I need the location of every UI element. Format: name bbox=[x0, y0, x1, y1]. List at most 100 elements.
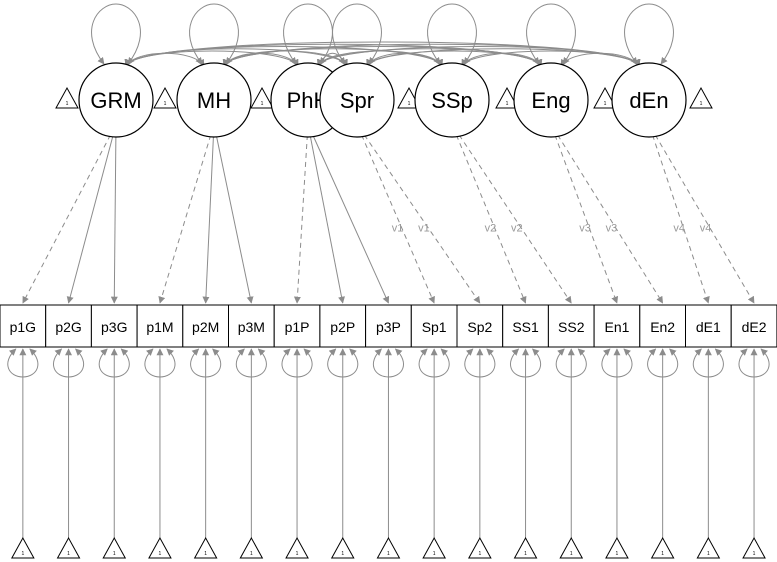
loading-grm-p1g bbox=[22, 134, 111, 304]
intercept-triangle-p3p: 1 bbox=[376, 536, 401, 559]
loading-spr-sp1 bbox=[361, 134, 435, 304]
indicator-label: p3G bbox=[101, 319, 127, 335]
intercept-marker: 1 bbox=[616, 551, 619, 557]
intercept-triangle-ss2: 1 bbox=[559, 536, 584, 559]
triangle-shape bbox=[689, 86, 713, 109]
loading-label: v4 bbox=[673, 222, 685, 234]
observed-de1: dE1 bbox=[685, 304, 732, 348]
loading-phh-p3p bbox=[312, 134, 390, 304]
intercept-marker: 1 bbox=[604, 101, 607, 107]
triangle-shape bbox=[55, 86, 79, 109]
intercept-marker: 1 bbox=[570, 551, 573, 557]
observed-sp2: Sp2 bbox=[456, 304, 504, 348]
factor-circle bbox=[513, 62, 589, 138]
intercept-marker: 1 bbox=[408, 101, 411, 107]
indicator-box bbox=[410, 304, 458, 348]
loading-grm-p2g bbox=[66, 134, 114, 304]
loading-label: v1 bbox=[392, 222, 404, 234]
intercept-triangle-de2: 1 bbox=[742, 536, 766, 559]
intercept-marker: 1 bbox=[164, 101, 167, 107]
indicator-label: p3M bbox=[238, 319, 265, 335]
intercept-marker: 1 bbox=[387, 551, 390, 557]
latent-factor-den: dEn bbox=[611, 62, 687, 138]
intercept-triangle-en1: 1 bbox=[605, 536, 629, 559]
intercept-triangle-p2m: 1 bbox=[193, 536, 218, 559]
factor-intercept-triangle: 1 bbox=[55, 86, 79, 109]
observed-p3m: p3M bbox=[228, 304, 275, 348]
factor-intercept-triangle: 1 bbox=[250, 86, 274, 109]
factor-covariance-arcs bbox=[124, 41, 641, 67]
indicator-box bbox=[502, 304, 549, 348]
factor-label: SSp bbox=[431, 88, 473, 113]
indicator-label: Sp1 bbox=[422, 319, 447, 335]
latent-factor-spr: Spr bbox=[319, 62, 395, 138]
covariance-eng-den bbox=[560, 52, 640, 67]
covariance-ssp-eng bbox=[461, 52, 542, 67]
observed-p1g: p1G bbox=[0, 304, 47, 348]
triangle-shape bbox=[250, 86, 274, 109]
intercept-triangle-p1m: 1 bbox=[148, 536, 172, 559]
residual-paths bbox=[7, 348, 770, 540]
observed-p2p: p2P bbox=[319, 304, 367, 348]
factor-variance-loops bbox=[91, 3, 674, 65]
factor-circle bbox=[611, 62, 687, 138]
intercept-marker: 1 bbox=[433, 551, 436, 557]
intercept-triangle-sp2: 1 bbox=[468, 536, 492, 559]
triangle-shape bbox=[559, 536, 584, 559]
factor-label: MH bbox=[197, 88, 231, 113]
intercept-triangle-p1g: 1 bbox=[11, 536, 35, 559]
intercept-marker: 1 bbox=[204, 551, 207, 557]
triangle-shape bbox=[285, 536, 309, 559]
factor-label: GRM bbox=[90, 88, 141, 113]
observed-p2m: p2M bbox=[182, 304, 230, 348]
triangle-shape bbox=[102, 536, 127, 559]
loading-label: v1 bbox=[418, 222, 430, 234]
indicator-label: p1G bbox=[10, 319, 36, 335]
triangle-shape bbox=[330, 536, 355, 559]
observed-ss2: SS2 bbox=[547, 304, 595, 348]
intercept-triangle-p2g: 1 bbox=[56, 536, 81, 559]
intercept-marker: 1 bbox=[753, 551, 756, 557]
indicator-label: Sp2 bbox=[467, 319, 492, 335]
indicator-box bbox=[547, 304, 595, 348]
factor-circle bbox=[319, 62, 395, 138]
indicator-box bbox=[593, 304, 641, 348]
observed-p1m: p1M bbox=[136, 304, 184, 348]
observed-p1p: p1P bbox=[273, 304, 321, 348]
intercept-marker: 1 bbox=[661, 551, 664, 557]
intercept-marker: 1 bbox=[21, 551, 24, 557]
indicator-label: p3P bbox=[376, 319, 401, 335]
factor-label: Eng bbox=[531, 88, 570, 113]
variance-loop-grm bbox=[91, 3, 141, 65]
latent-factor-grm: GRM bbox=[78, 62, 154, 138]
factor-circle bbox=[176, 62, 252, 138]
indicator-box bbox=[685, 304, 732, 348]
intercept-marker: 1 bbox=[261, 101, 264, 107]
covariance-grm-mh bbox=[125, 52, 205, 67]
latent-factor-mh: MH bbox=[176, 62, 252, 138]
loading-grm-p3g bbox=[110, 134, 118, 304]
intercept-triangle-en2: 1 bbox=[650, 536, 675, 559]
intercept-marker: 1 bbox=[250, 551, 253, 557]
intercept-marker: 1 bbox=[296, 551, 299, 557]
observed-en2: En2 bbox=[639, 304, 686, 348]
indicator-label: En1 bbox=[604, 319, 629, 335]
factor-label: dEn bbox=[629, 88, 668, 113]
latent-factor-eng: Eng bbox=[513, 62, 589, 138]
triangle-shape bbox=[696, 536, 721, 559]
triangle-shape bbox=[742, 536, 766, 559]
factor-circle bbox=[78, 62, 154, 138]
triangle-shape bbox=[422, 536, 446, 559]
latent-factor-ssp: SSp bbox=[414, 62, 490, 138]
intercept-triangle-p2p: 1 bbox=[330, 536, 355, 559]
indicator-label: p1M bbox=[146, 319, 173, 335]
variance-loop-spr bbox=[332, 3, 382, 65]
indicator-box bbox=[273, 304, 321, 348]
intercept-triangle-ss1: 1 bbox=[513, 536, 538, 559]
factor-intercept-triangle: 1 bbox=[153, 86, 177, 109]
covariance-grm-den bbox=[124, 41, 641, 67]
triangle-shape bbox=[11, 536, 35, 559]
loading-label: v2 bbox=[485, 222, 497, 234]
